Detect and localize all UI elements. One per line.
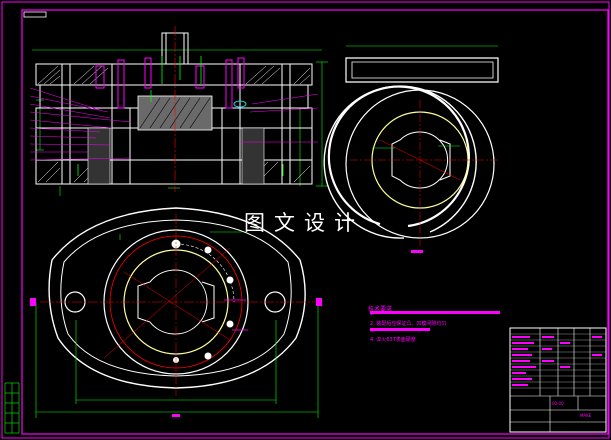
- leader-lines: [29, 87, 319, 161]
- requirements-title: 技术要求: [368, 306, 393, 313]
- title-block-material: MAKE: [580, 413, 592, 418]
- plan-view: [30, 207, 322, 418]
- title-block-drawing-no: 00-00: [552, 401, 564, 406]
- watermark: 图文设计: [244, 211, 364, 235]
- section-view: [29, 26, 328, 196]
- section-label-bar: [411, 250, 423, 253]
- requirement-item-2: 2. 装配后应保证凸、凹模间隙均匀: [370, 321, 447, 327]
- title-block: [509, 327, 607, 433]
- section-hatching: [37, 65, 311, 183]
- title-block-rows: [510, 333, 606, 389]
- right-plate-block: [241, 127, 265, 185]
- requirement-item-4: 4. 淬火63T表面硬度: [370, 337, 416, 343]
- requirement-item-3: 3.: [370, 328, 375, 334]
- blank-side-view: [345, 45, 499, 83]
- requirement-item-1: 1.: [370, 311, 375, 317]
- section-markers: [77, 56, 284, 176]
- left-plate-block: [87, 127, 111, 185]
- drawing-frame: [21, 9, 609, 435]
- title-block-entries: [512, 336, 602, 386]
- section-fasteners: [95, 57, 245, 109]
- part-top-view: [323, 85, 500, 253]
- binding-strip: [4, 382, 20, 434]
- spring-mark: [233, 100, 247, 108]
- die-hatch: [139, 97, 211, 129]
- corner-tag: [23, 11, 47, 18]
- requirement-bars: [370, 311, 500, 331]
